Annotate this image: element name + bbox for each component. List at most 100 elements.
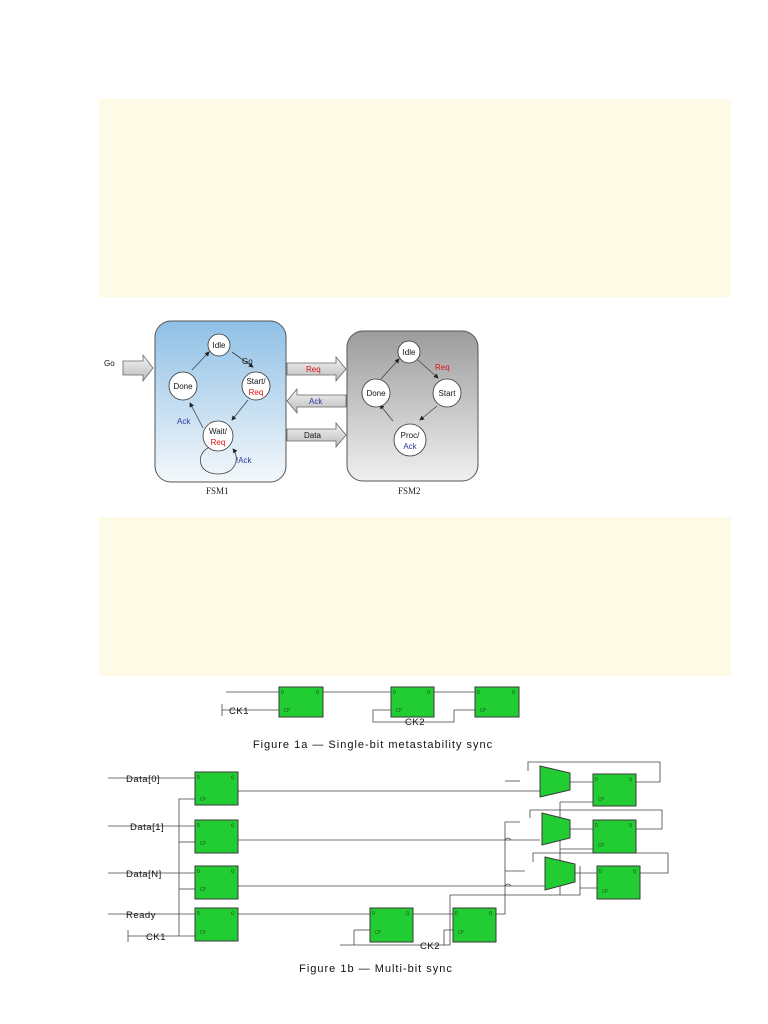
fsm2-state-idle xyxy=(397,340,421,364)
fsm1-caption: FSM1 xyxy=(206,486,229,496)
fsm-diagram: Go Idle Done Start/ Req Wait/ Req Go Ack… xyxy=(104,320,479,496)
pin-cp: CP xyxy=(458,930,464,936)
fig1a-ck2-label: CK2 xyxy=(405,717,425,728)
fig1b-dataN-label: Data[N] xyxy=(126,869,162,880)
fig1a-ck1-label: CK1 xyxy=(229,706,249,717)
fig1a-ff3-d-pin: D xyxy=(477,690,480,696)
pin-d: D xyxy=(599,869,602,875)
fsm1-state-wait xyxy=(202,420,234,452)
fsm1-go-transition-label: Go xyxy=(242,357,253,366)
fsm1-start-output: Req xyxy=(249,388,264,397)
fig1b-ck1-label: CK1 xyxy=(146,932,166,943)
pin-cp: CP xyxy=(598,797,604,803)
fig1a-ff2-q-pin: Q xyxy=(427,690,430,696)
fsm2-done-label: Done xyxy=(366,389,386,398)
pin-q: Q xyxy=(231,775,234,781)
fig1b-data0-label: Data[0] xyxy=(126,774,160,785)
pin-q: Q xyxy=(633,869,636,875)
pin-cp: CP xyxy=(200,887,206,893)
fig1b-outN-ff xyxy=(596,865,641,900)
fig1b-ready-label: Ready xyxy=(126,910,156,921)
pin-cp: CP xyxy=(598,843,604,849)
fsm1-not-ack-transition-label: !Ack xyxy=(236,456,253,465)
pin-d: D xyxy=(197,775,200,781)
fig1a-ff2-d-pin: D xyxy=(393,690,396,696)
fsm2-caption: FSM2 xyxy=(398,486,421,496)
fig1a-ff1-d-pin: D xyxy=(281,690,284,696)
ack-signal-arrow xyxy=(286,387,347,415)
fig1a-flip-flop-1 xyxy=(278,686,324,718)
pin-d: D xyxy=(197,823,200,829)
fig1b-data1-label: Data[1] xyxy=(130,822,164,833)
fig1a-ff1-cp-pin: CP xyxy=(284,708,290,714)
figure-1b-schematic: D Q CP D Q CP D Q CP D Q CP D Q CP D Q C… xyxy=(108,761,669,975)
fsm2-proc-output: Ack xyxy=(403,442,417,451)
figure-1b-caption: Figure 1b — Multi-bit sync xyxy=(299,963,453,975)
fsm2-state-proc xyxy=(393,423,427,457)
fig1b-out1-ff xyxy=(592,819,637,854)
fsm2-req-transition-label: Req xyxy=(435,363,450,372)
pin-cp: CP xyxy=(200,930,206,936)
pin-cp: CP xyxy=(602,889,608,895)
ack-signal-label: Ack xyxy=(309,397,323,406)
fig1b-mux-n xyxy=(544,856,576,891)
data-signal-arrow xyxy=(286,421,347,449)
fig1b-data0-sync-ff xyxy=(194,771,239,806)
fsm1-ack-transition-label: Ack xyxy=(177,417,191,426)
fsm1-idle-label: Idle xyxy=(213,341,226,350)
pin-d: D xyxy=(595,823,598,829)
pin-q: Q xyxy=(629,823,632,829)
fsm1-state-start xyxy=(241,371,271,401)
pin-d: D xyxy=(197,911,200,917)
fig1a-ff3-q-pin: Q xyxy=(512,690,515,696)
pin-q: Q xyxy=(231,823,234,829)
pin-q: Q xyxy=(406,911,409,917)
pin-cp: CP xyxy=(200,797,206,803)
pin-d: D xyxy=(197,869,200,875)
fsm2-idle-label: Idle xyxy=(403,348,416,357)
fsm1-start-label: Start/ xyxy=(246,377,266,386)
fig1b-ready-sync-ff xyxy=(194,907,239,942)
fsm2-proc-label: Proc/ xyxy=(401,431,420,440)
pin-q: Q xyxy=(231,869,234,875)
pin-cp: CP xyxy=(375,930,381,936)
fig1a-ff3-cp-pin: CP xyxy=(480,708,486,714)
fig1b-pin-labels: D Q CP D Q CP D Q CP D Q CP D Q CP D Q C… xyxy=(197,775,636,936)
highlighted-text-block-top xyxy=(99,99,731,297)
figure-1a-schematic: D Q CP D Q CP D Q CP CK1 CK2 Figure 1a —… xyxy=(221,686,520,751)
fig1b-ready-stage1-ff xyxy=(369,907,414,943)
fig1a-flip-flop-3 xyxy=(474,686,520,718)
fig1b-out0-ff xyxy=(592,773,637,807)
fig1b-mux-0 xyxy=(539,765,571,798)
pin-q: Q xyxy=(489,911,492,917)
pin-q: Q xyxy=(629,777,632,783)
fig1a-ff1-q-pin: Q xyxy=(316,690,319,696)
fsm1-wait-output: Req xyxy=(211,438,226,447)
fig1a-flip-flop-2 xyxy=(390,686,435,718)
fsm1-wait-label: Wait/ xyxy=(209,427,228,436)
fsm2-start-label: Start xyxy=(439,389,457,398)
fig1b-ready-stage2-ff xyxy=(452,907,497,943)
pin-d: D xyxy=(455,911,458,917)
pin-q: Q xyxy=(231,911,234,917)
fsm1-box xyxy=(154,320,287,483)
fsm1-state-idle xyxy=(207,333,231,357)
go-input-arrow xyxy=(122,353,154,383)
figure-1a-caption: Figure 1a — Single-bit metastability syn… xyxy=(253,739,493,751)
pin-d: D xyxy=(595,777,598,783)
fig1b-data1-sync-ff xyxy=(194,819,239,854)
fsm1-done-label: Done xyxy=(173,382,193,391)
req-signal-label: Req xyxy=(306,365,321,374)
fig1b-ck2-label: CK2 xyxy=(420,941,440,952)
req-signal-arrow xyxy=(286,355,347,383)
fsm2-box xyxy=(346,330,479,482)
fig1b-dataN-sync-ff xyxy=(194,865,239,900)
fig1b-mux-1 xyxy=(541,812,571,846)
pin-cp: CP xyxy=(200,841,206,847)
fsm2-state-start xyxy=(432,378,462,408)
data-signal-label: Data xyxy=(304,431,321,440)
fig1a-ff2-cp-pin: CP xyxy=(396,708,402,714)
fsm2-state-done xyxy=(361,378,391,408)
pin-d: D xyxy=(372,911,375,917)
